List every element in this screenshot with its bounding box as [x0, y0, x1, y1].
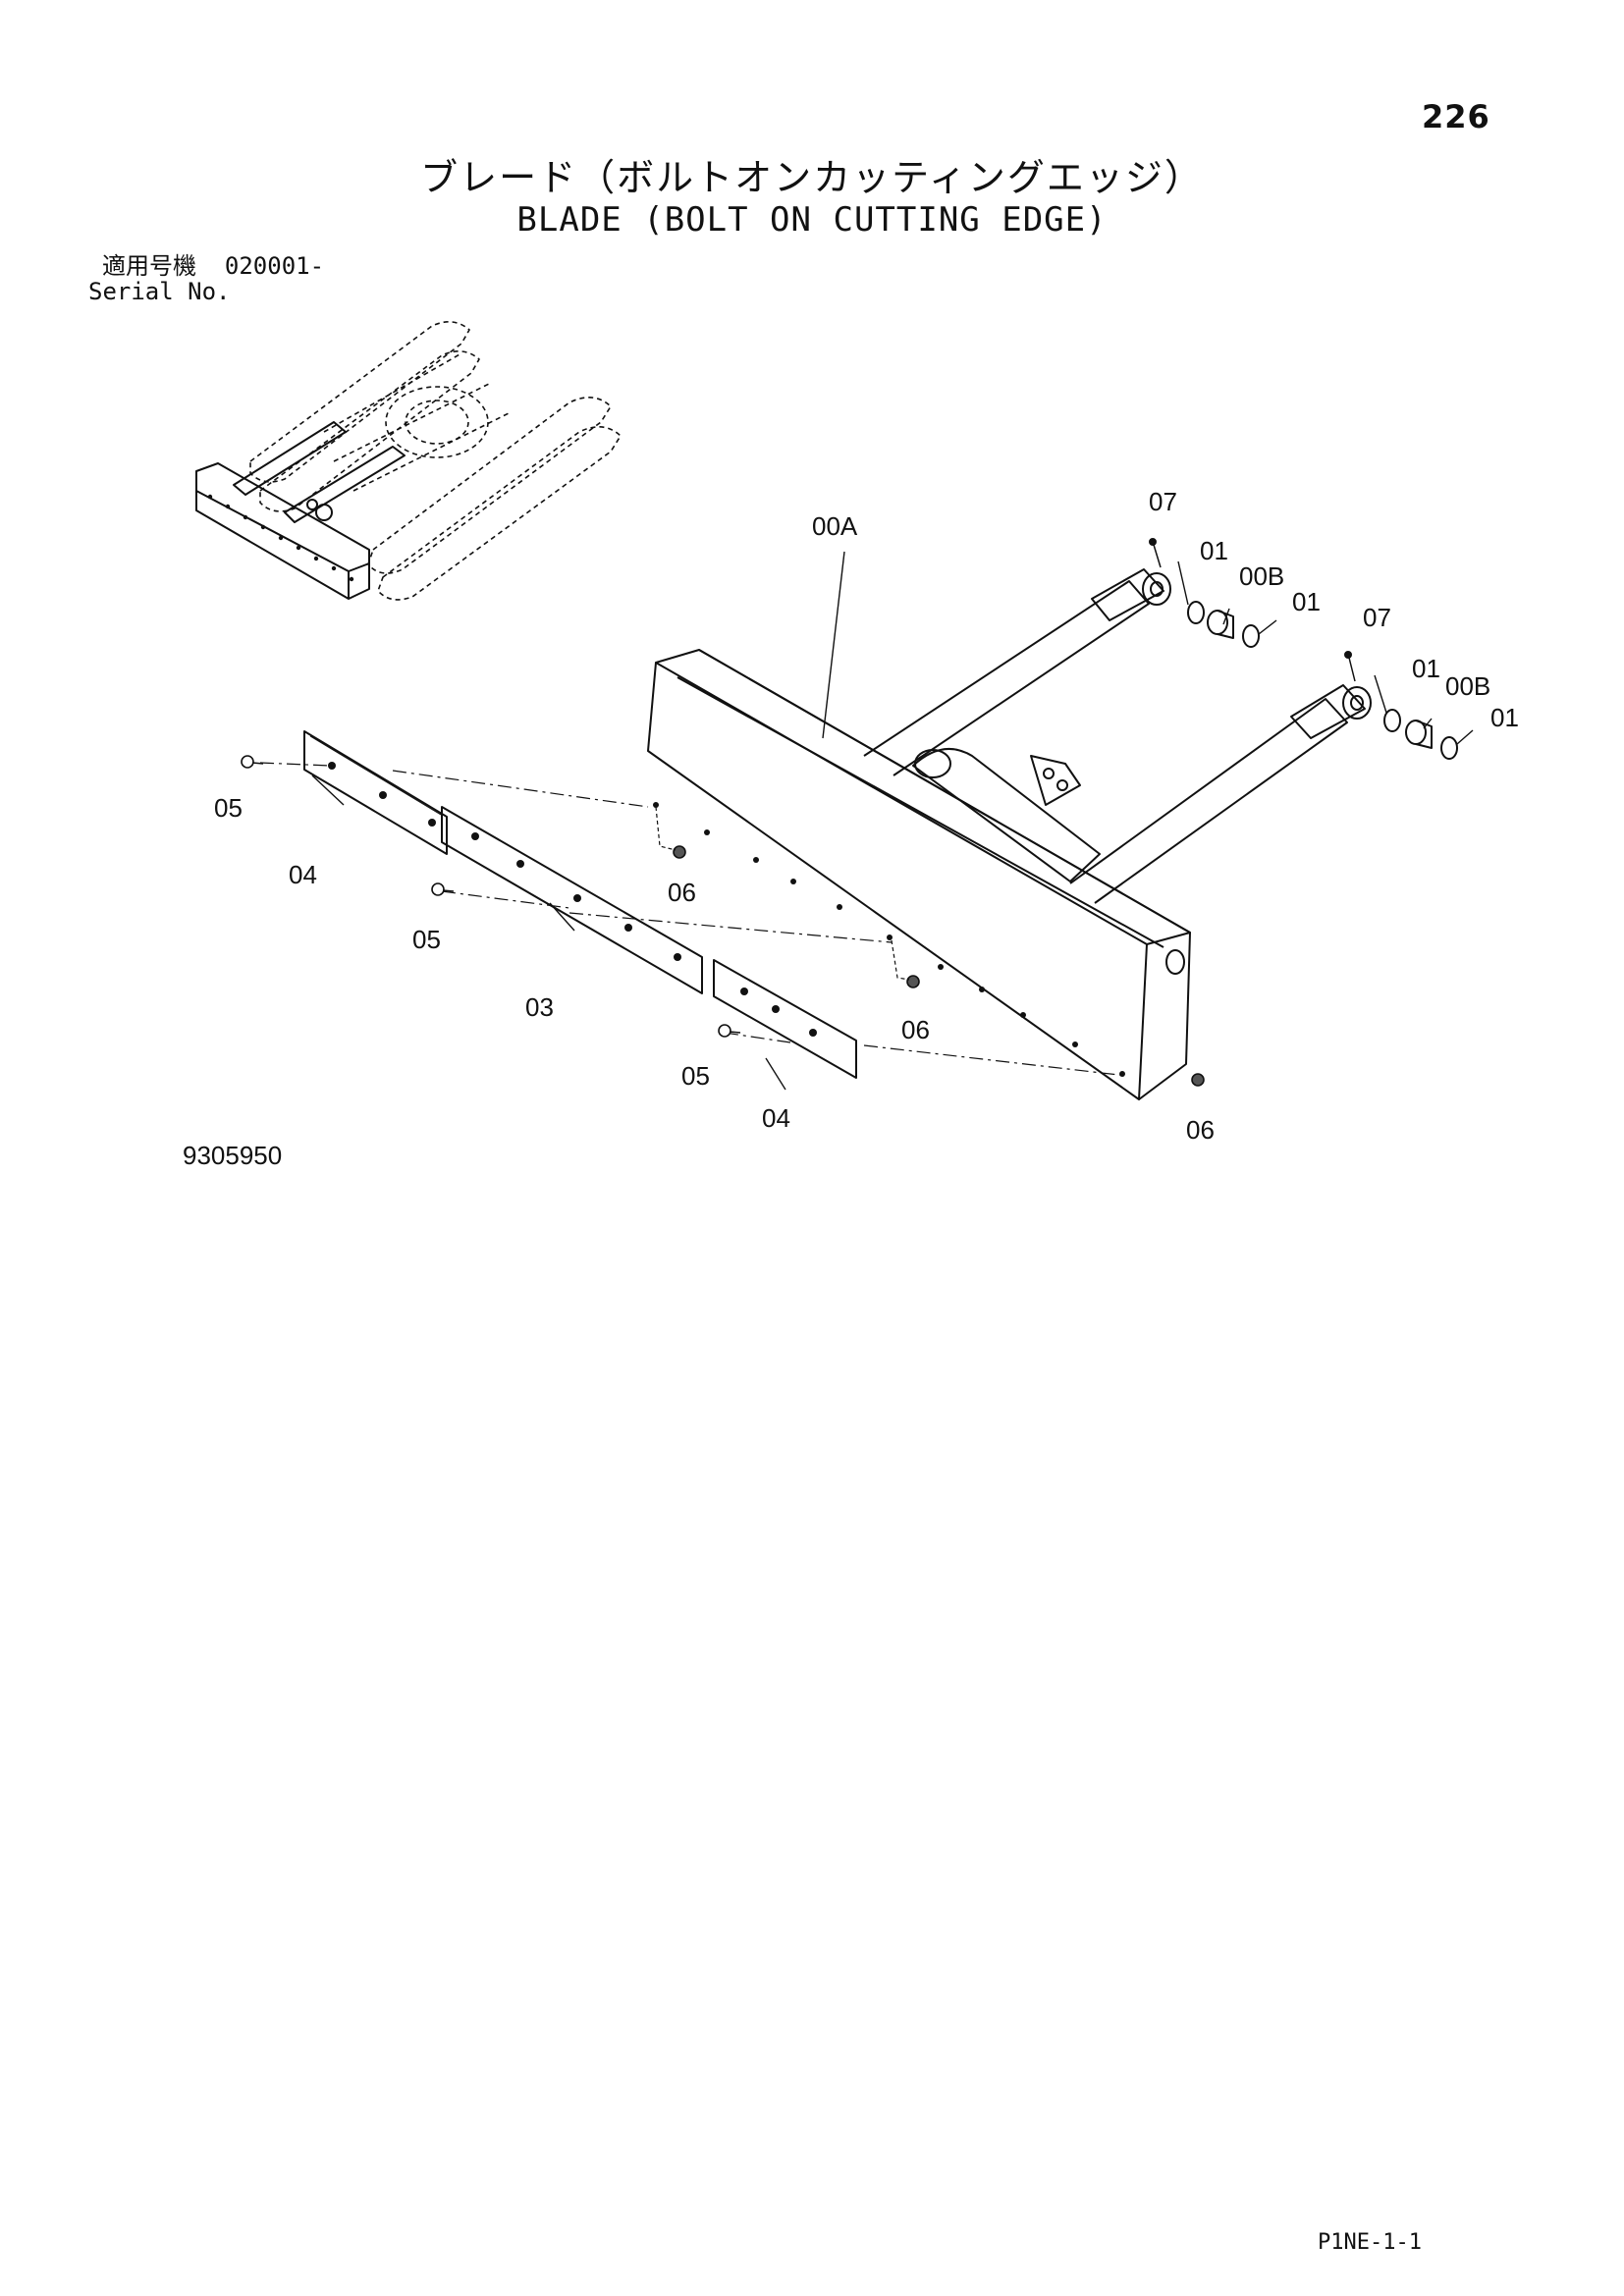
- cutting-edge-center: [441, 806, 703, 994]
- title-english: BLADE (BOLT ON CUTTING EDGE): [516, 200, 1108, 240]
- page-number: 226: [1422, 98, 1490, 135]
- leader-lines: [311, 551, 1474, 1091]
- serial-label-en: Serial No.: [88, 278, 231, 305]
- label-edge-left: 04: [289, 860, 317, 889]
- serial-info: 適用号機 020001- Serial No.: [88, 253, 324, 304]
- bolt-center-icon: [431, 882, 455, 896]
- label-edge-right: 04: [762, 1103, 790, 1133]
- drawing-number: 9305950: [183, 1141, 283, 1170]
- label-nut-center: 06: [901, 1015, 930, 1044]
- title-japanese: ブレード（ボルトオンカッティングエッジ）: [420, 156, 1204, 199]
- left-pin-hardware: [1344, 651, 1458, 760]
- label-fitting-left: 07: [1363, 603, 1391, 632]
- label-fitting-right: 07: [1149, 487, 1177, 516]
- serial-row-jp: 適用号機 020001-: [88, 253, 324, 279]
- bolt-holes: [328, 762, 1125, 1077]
- label-bolt-center: 05: [412, 925, 441, 954]
- center-cylinder: [912, 748, 1101, 882]
- label-ring-l1: 01: [1412, 654, 1440, 683]
- label-nut-left: 06: [668, 878, 696, 907]
- label-bolt-right: 05: [681, 1061, 710, 1091]
- right-push-arm: [863, 568, 1171, 776]
- fasteners: [241, 755, 1205, 1087]
- left-push-arm: [1069, 684, 1372, 904]
- label-nut-right: 06: [1186, 1115, 1215, 1145]
- cutting-edge-right: [713, 959, 857, 1079]
- nut-center-icon: [906, 975, 920, 988]
- label-bolt-left: 05: [214, 793, 243, 823]
- bolt-left-icon: [241, 755, 264, 769]
- label-edge-center: 03: [525, 992, 554, 1022]
- overview-edge-bolts: [207, 494, 354, 582]
- bolt-right-icon: [718, 1024, 741, 1038]
- label-ring-r2: 01: [1292, 587, 1321, 616]
- nut-right-icon: [1191, 1073, 1205, 1087]
- label-blade-assembly: 00A: [812, 511, 858, 541]
- serial-value: 020001-: [224, 252, 325, 280]
- label-ring-l2: 01: [1490, 703, 1519, 732]
- serial-label-jp: 適用号機: [102, 252, 196, 280]
- nut-leaders: [655, 806, 910, 981]
- overview-thumbnail: [195, 321, 622, 601]
- cutting-edge-left: [303, 730, 448, 855]
- blade-body: [647, 649, 1191, 1100]
- overview-undercarriage-dashed: [249, 321, 622, 601]
- label-ring-r1: 01: [1200, 536, 1228, 565]
- nut-left-icon: [673, 845, 686, 859]
- right-pin-hardware: [1149, 538, 1260, 648]
- label-bushing-right: 00B: [1239, 561, 1284, 591]
- alignment-lines: [259, 762, 1128, 1077]
- callout-labels: 00A 07 01 00B 01 07 01 00B 01 05 04 05 0…: [214, 487, 1519, 1145]
- label-bushing-left: 00B: [1445, 671, 1490, 701]
- overview-blade: [195, 421, 406, 600]
- footer-page-code: P1NE-1-1: [1318, 2230, 1422, 2255]
